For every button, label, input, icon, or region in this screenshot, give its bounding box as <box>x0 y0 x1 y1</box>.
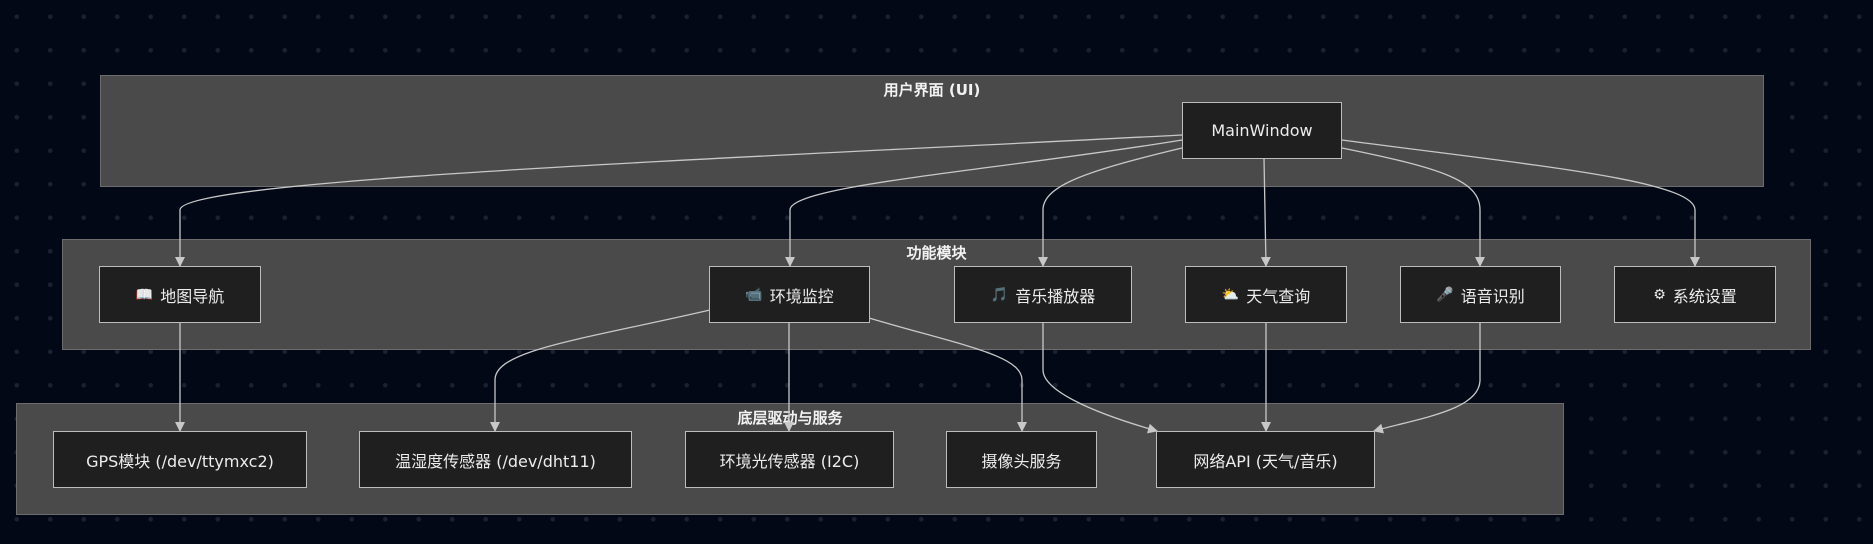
gear-icon: ⚙ <box>1653 286 1666 303</box>
node-map-navigation[interactable]: 📖 地图导航 <box>99 266 261 323</box>
open-book-icon: 📖 <box>135 286 154 303</box>
node-mainwindow[interactable]: MainWindow <box>1182 102 1342 159</box>
node-temperature-humidity-sensor[interactable]: 温湿度传感器 (/dev/dht11) <box>359 431 632 488</box>
node-music-player-label: 音乐播放器 <box>1015 286 1096 306</box>
cluster-title-ui: 用户界面 (UI) <box>883 81 981 99</box>
node-music-player[interactable]: 🎵 音乐播放器 <box>954 266 1132 323</box>
node-weather-query[interactable]: ⛅ 天气查询 <box>1185 266 1347 323</box>
node-mainwindow-label: MainWindow <box>1211 121 1313 140</box>
node-environment-monitor[interactable]: 📹 环境监控 <box>709 266 870 323</box>
node-camera-service[interactable]: 摄像头服务 <box>946 431 1097 488</box>
node-map-navigation-label: 地图导航 <box>160 286 225 306</box>
node-voice-recognition-label: 语音识别 <box>1460 286 1525 306</box>
node-voice-recognition[interactable]: 🎤 语音识别 <box>1400 266 1561 323</box>
node-system-settings-label: 系统设置 <box>1672 286 1737 306</box>
node-gps-module[interactable]: GPS模块 (/dev/ttymxc2) <box>53 431 307 488</box>
node-temperature-humidity-sensor-label: 温湿度传感器 (/dev/dht11) <box>395 451 596 471</box>
music-note-icon: 🎵 <box>990 286 1009 303</box>
node-gps-module-label: GPS模块 (/dev/ttymxc2) <box>86 451 274 471</box>
node-camera-service-label: 摄像头服务 <box>981 451 1062 471</box>
node-network-api-label: 网络API (天气/音乐) <box>1193 451 1338 471</box>
sun-behind-cloud-icon: ⛅ <box>1221 286 1240 303</box>
microphone-icon: 🎤 <box>1436 286 1454 303</box>
node-ambient-light-sensor-label: 环境光传感器 (I2C) <box>719 451 860 471</box>
video-camera-icon: 📹 <box>745 286 763 303</box>
cluster-user-interface: 用户界面 (UI) <box>100 75 1764 187</box>
cluster-title-drivers: 底层驱动与服务 <box>737 409 843 427</box>
node-system-settings[interactable]: ⚙ 系统设置 <box>1614 266 1776 323</box>
node-network-api[interactable]: 网络API (天气/音乐) <box>1156 431 1375 488</box>
node-weather-query-label: 天气查询 <box>1246 286 1311 306</box>
node-ambient-light-sensor[interactable]: 环境光传感器 (I2C) <box>685 431 894 488</box>
node-environment-monitor-label: 环境监控 <box>769 286 834 306</box>
cluster-title-features: 功能模块 <box>906 244 967 262</box>
